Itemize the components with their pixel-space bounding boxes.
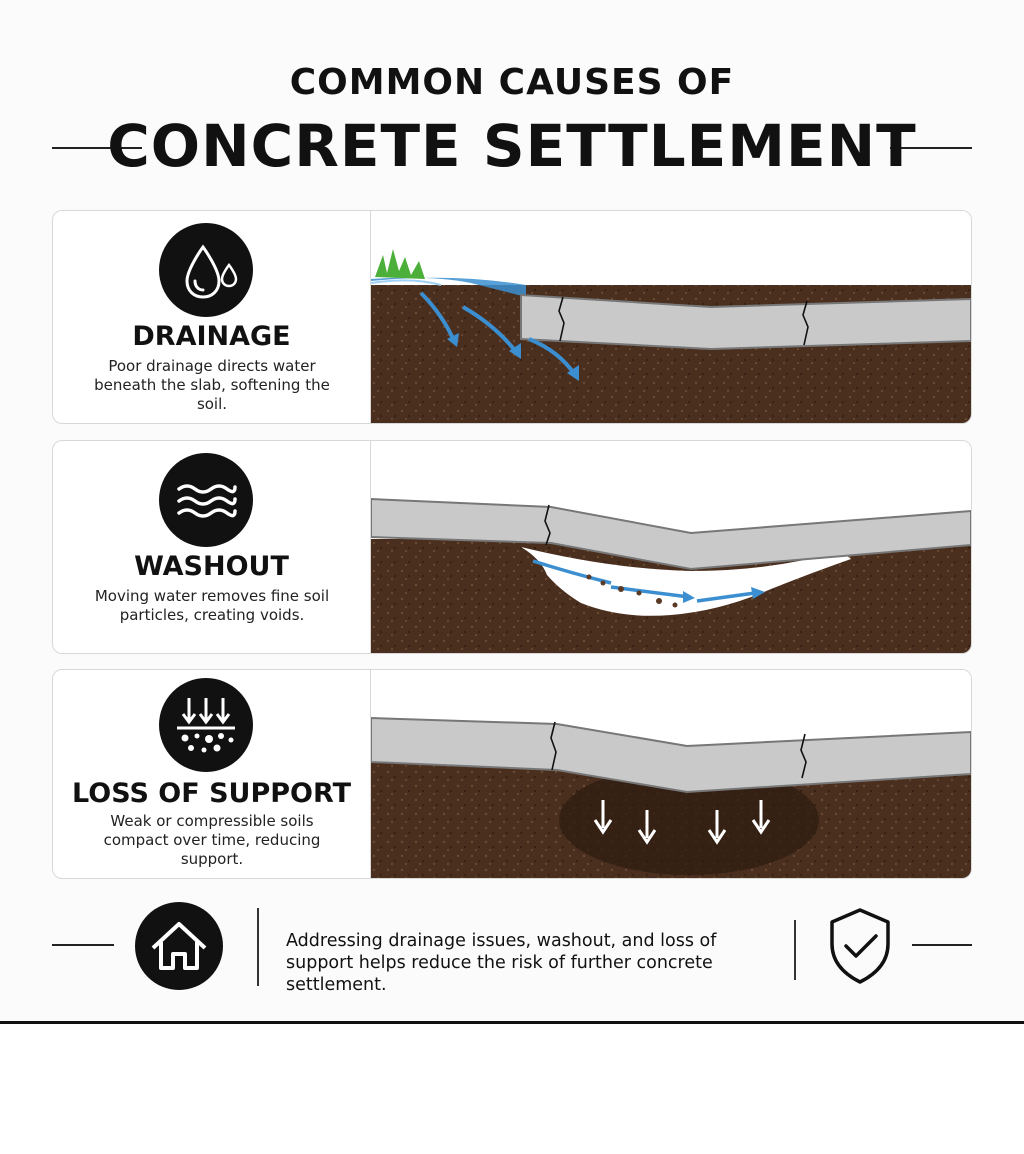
footer-rule-right [912, 944, 972, 946]
cause-card-loss-of-support: LOSS OF SUPPORT Weak or compressible soi… [52, 669, 972, 879]
cause-card-washout: WASHOUT Moving water removes fine soil p… [52, 440, 972, 654]
cause-info-washout: WASHOUT Moving water removes fine soil p… [53, 441, 371, 653]
footer-message: Addressing drainage issues, washout, and… [286, 931, 717, 995]
house-icon [135, 902, 223, 990]
footer-rule-left [52, 944, 114, 946]
cause-info-drainage: DRAINAGE Poor drainage directs water ben… [53, 211, 371, 423]
waves-icon [159, 453, 253, 547]
shield-check-icon [824, 906, 896, 986]
drainage-illustration [371, 211, 971, 423]
cause-description: Poor drainage directs water beneath the … [94, 357, 330, 413]
cause-heading: LOSS OF SUPPORT [72, 778, 351, 809]
loss-of-support-illustration [371, 670, 971, 878]
title-rule-right [890, 147, 972, 149]
water-drops-icon [159, 223, 253, 317]
title-rule-left [52, 147, 142, 149]
cause-heading: WASHOUT [134, 551, 289, 582]
cause-info-loss-of-support: LOSS OF SUPPORT Weak or compressible soi… [53, 670, 371, 878]
infographic-frame: COMMON CAUSES OF CONCRETE SETTLEMENT DRA… [0, 62, 1024, 1024]
cause-description: Weak or compressible soils compact over … [103, 812, 321, 868]
cause-card-drainage: DRAINAGE Poor drainage directs water ben… [52, 210, 972, 424]
footer-divider-right [794, 920, 796, 980]
washout-illustration [371, 441, 971, 653]
compression-arrows-icon [159, 678, 253, 772]
cause-heading: DRAINAGE [132, 321, 291, 352]
footer-divider-left [257, 908, 259, 986]
title-top: COMMON CAUSES OF [289, 62, 735, 103]
page-title: CONCRETE SETTLEMENT [107, 112, 917, 180]
cause-description: Moving water removes fine soil particles… [94, 587, 330, 624]
